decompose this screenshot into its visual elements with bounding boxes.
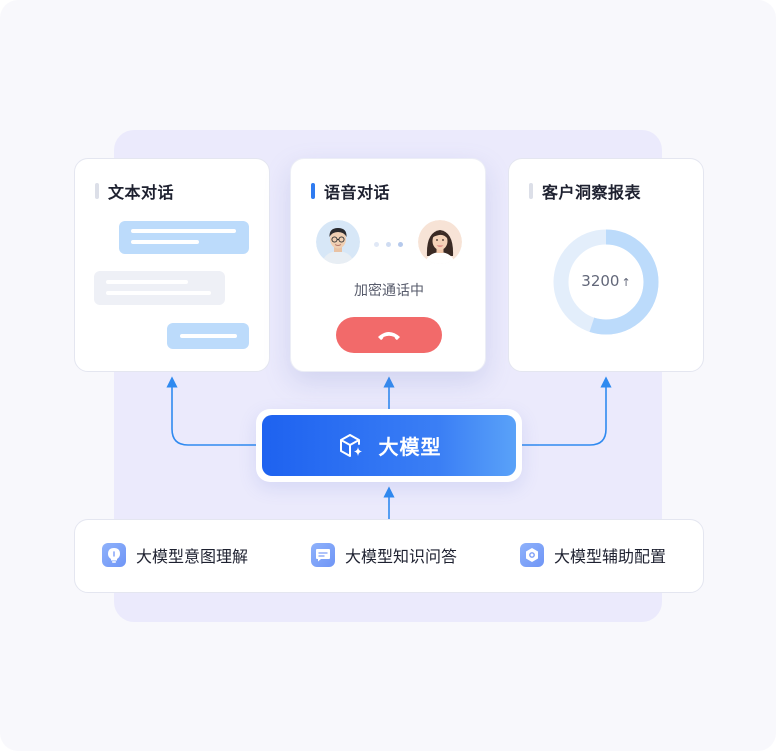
call-status-text: 加密通话中 (354, 283, 424, 299)
phone-hangup-icon (378, 332, 400, 340)
hangup-button[interactable] (336, 317, 442, 353)
cube-sparkle-icon (339, 433, 362, 457)
donut-chart (553, 229, 659, 335)
insight-report-title: 客户洞察报表 (542, 183, 642, 202)
chat-bubble-outgoing (167, 323, 249, 349)
feature-intent-understanding[interactable]: 大模型意图理解 (102, 543, 248, 567)
voice-chat-title: 语音对话 (324, 183, 391, 202)
large-model-label: 大模型 (378, 435, 442, 459)
feature-bar (74, 519, 704, 593)
feature-knowledge-qa[interactable]: 大模型知识问答 (311, 543, 457, 567)
feature-assisted-config[interactable]: 大模型辅助配置 (520, 543, 666, 567)
donut-progress (553, 229, 659, 335)
title-accent-bar (529, 183, 533, 199)
up-arrow-icon: ↑ (621, 276, 631, 289)
chat-message-icon (311, 543, 335, 567)
large-model-button[interactable]: 大模型 (262, 415, 516, 476)
card-header: 语音对话 (311, 179, 390, 203)
text-chat-title: 文本对话 (108, 183, 175, 202)
card-header: 文本对话 (95, 179, 174, 203)
donut-metric: 3200↑ (553, 272, 659, 290)
lightbulb-icon (102, 543, 126, 567)
feature-label: 大模型知识问答 (345, 547, 458, 566)
chat-bubble-incoming (94, 271, 225, 305)
insight-report-card[interactable]: 客户洞察报表 (508, 158, 704, 372)
feature-label: 大模型辅助配置 (554, 547, 667, 566)
title-accent-bar (311, 183, 315, 199)
chat-bubble-outgoing (119, 221, 249, 254)
hexagon-config-icon (520, 543, 544, 567)
caller-avatar-male (316, 220, 360, 264)
donut-metric-value: 3200 (581, 272, 620, 290)
feature-label: 大模型意图理解 (136, 547, 249, 566)
caller-avatar-female (418, 220, 462, 264)
title-accent-bar (95, 183, 99, 199)
card-header: 客户洞察报表 (529, 179, 641, 203)
